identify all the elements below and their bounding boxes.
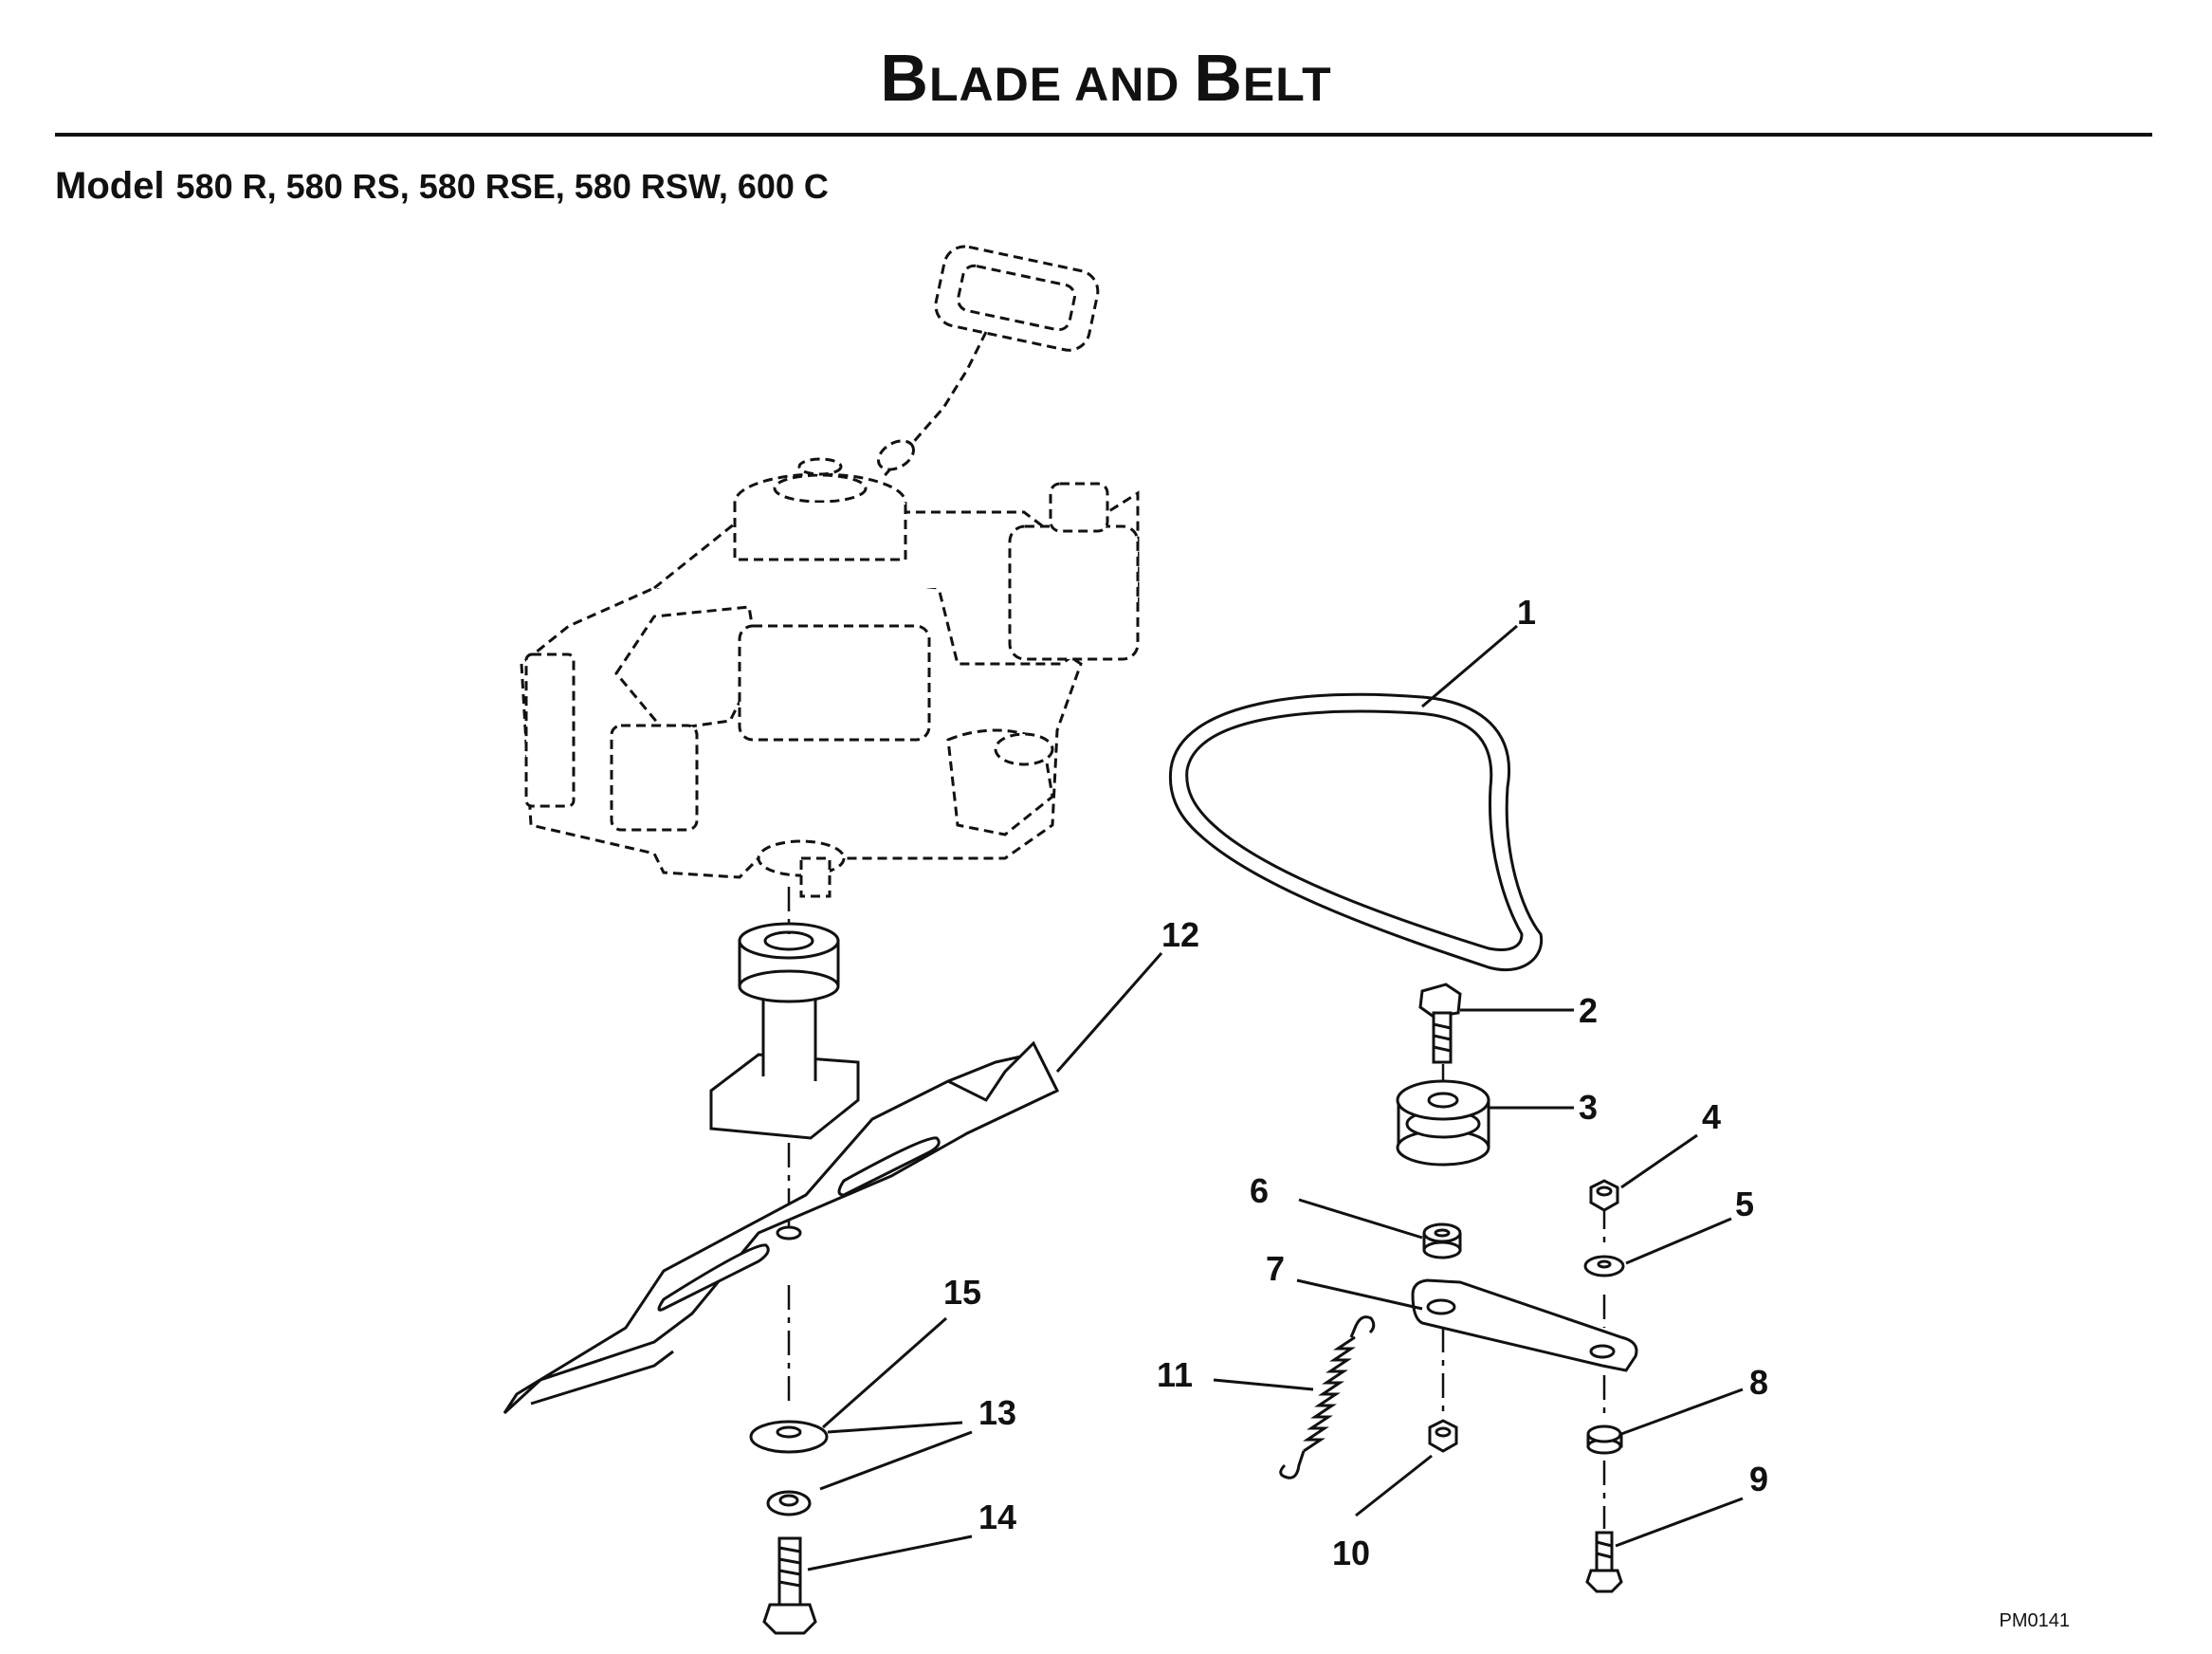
engine-icon — [520, 245, 1140, 898]
blade-adapter-icon — [709, 922, 860, 1140]
callout-12: 12 — [1161, 915, 1199, 954]
spring-icon — [1279, 1315, 1376, 1479]
callout-3: 3 — [1579, 1088, 1598, 1127]
title-initial-1: B — [880, 41, 929, 115]
callout-1: 1 — [1517, 593, 1536, 632]
callout-8: 8 — [1749, 1363, 1768, 1402]
idler-bolt-icon — [1585, 1531, 1623, 1593]
pulley-bolt-icon — [1418, 983, 1462, 1064]
drawing-code: PM0141 — [1999, 1610, 2071, 1631]
callout-6: 6 — [1250, 1171, 1269, 1210]
callout-7: 7 — [1266, 1249, 1285, 1288]
title-text-2: ELT — [1242, 58, 1332, 111]
idler-arm-icon — [1411, 1278, 1638, 1372]
blade-bolt-icon — [762, 1536, 817, 1635]
model-list: 580 R, 580 RS, 580 RSE, 580 RSW, 600 C — [175, 167, 829, 206]
title-divider — [55, 133, 2152, 137]
callout-11: 11 — [1157, 1355, 1193, 1394]
page-title: BLADE AND BELT — [0, 40, 2212, 116]
callout-10: 10 — [1332, 1534, 1370, 1572]
callout-14: 14 — [978, 1498, 1016, 1536]
callout-13: 13 — [978, 1393, 1016, 1432]
callout-9: 9 — [1749, 1460, 1768, 1498]
model-label: Model — [55, 165, 165, 207]
callout-2: 2 — [1579, 991, 1598, 1030]
callout-15: 15 — [943, 1273, 981, 1312]
pulley-icon — [1396, 1079, 1490, 1167]
mower-blade-icon — [503, 1040, 1060, 1415]
model-line: Model 580 R, 580 RS, 580 RSE, 580 RSW, 60… — [55, 165, 829, 208]
callout-4: 4 — [1702, 1097, 1721, 1136]
v-belt-icon — [1168, 692, 1544, 972]
title-text-1: LADE AND — [928, 58, 1180, 111]
callout-5: 5 — [1735, 1185, 1754, 1223]
title-initial-2: B — [1194, 41, 1243, 115]
